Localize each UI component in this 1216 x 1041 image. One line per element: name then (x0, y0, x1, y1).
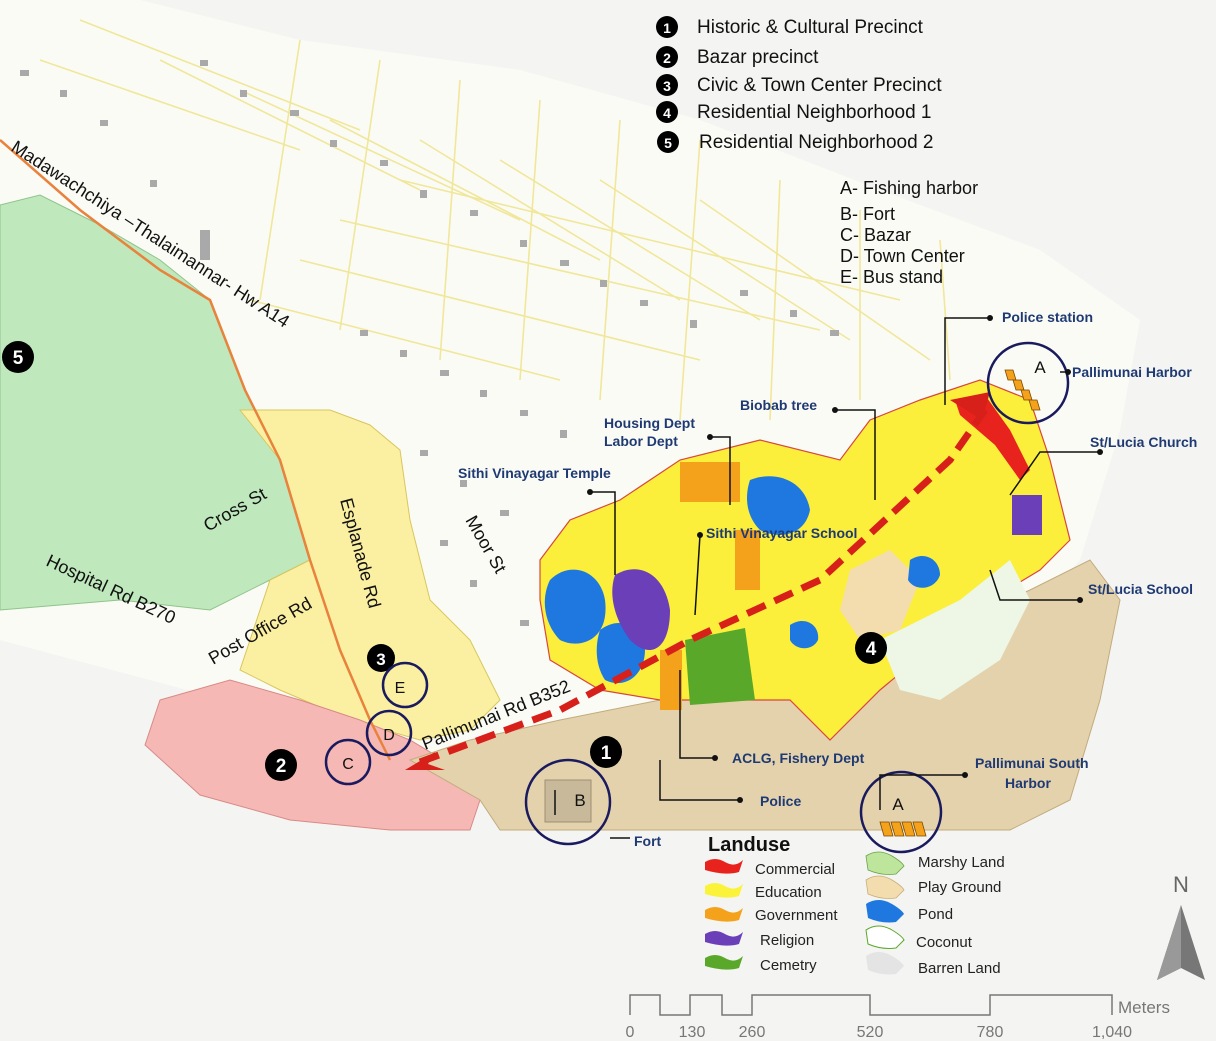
swatch-pond (866, 900, 904, 923)
scale-tick-1040: 1,040 (1092, 1024, 1132, 1041)
pallimunai-start-arrow (405, 752, 445, 770)
marker-5: 5 (13, 348, 24, 369)
scale-unit: Meters (1118, 998, 1170, 1017)
swatch-education (705, 883, 743, 898)
road-a14 (0, 139, 392, 761)
landuse-cemetery: Cemetry (760, 957, 817, 974)
poi-fort: Fort (634, 833, 662, 849)
poi-st-lucia-school: St/Lucia School (1088, 581, 1193, 597)
precinct-legend: 1 Historic & Cultural Precinct 2 Bazar p… (656, 16, 942, 153)
site-legend-b: B- Fort (840, 204, 895, 224)
site-legend-c: C- Bazar (840, 225, 911, 245)
play-ground-area (840, 550, 920, 640)
ponds (544, 476, 940, 684)
pallimunai-end-arrow (950, 392, 990, 420)
poi-south-harbor-line2: Harbor (1005, 775, 1051, 791)
site-legend-e: E- Bus stand (840, 267, 943, 287)
fort-structure (544, 779, 592, 823)
swatch-religion (705, 931, 743, 946)
site-letter-b: B (574, 791, 585, 810)
road-pallimunai (418, 407, 988, 766)
swatch-barren (866, 952, 904, 975)
poi-police: Police (760, 793, 801, 809)
precinct-legend-label-5: Residential Neighborhood 2 (699, 132, 934, 153)
swatch-commercial (705, 859, 743, 874)
poi-sithi-school: Sithi Vinayagar School (706, 525, 857, 541)
church-area (1012, 495, 1042, 535)
landuse-marshy: Marshy Land (918, 854, 1005, 871)
scale-tick-260: 260 (739, 1024, 766, 1041)
precinct-3-area (238, 409, 501, 741)
scale-tick-0: 0 (626, 1024, 635, 1041)
site-letter-a-south: A (892, 795, 904, 814)
site-letter-e: E (395, 680, 406, 697)
minor-road-network (39, 19, 951, 421)
marshy-land-area (880, 560, 1030, 700)
scale-tick-780: 780 (977, 1024, 1004, 1041)
site-legend: A- Fishing harbor B- Fort C- Bazar D- To… (840, 178, 978, 287)
marker-1: 1 (601, 743, 612, 764)
north-label: N (1173, 872, 1189, 897)
marker-3: 3 (376, 650, 385, 669)
boat-icon-north (1004, 369, 1041, 411)
poi-labor-dept: Labor Dept (604, 433, 678, 449)
swatch-marshy (865, 851, 905, 875)
cemetery-area (685, 628, 755, 705)
site-letter-d: D (383, 727, 395, 744)
site-letter-c: C (342, 756, 354, 773)
precinct-legend-label-4: Residential Neighborhood 1 (697, 102, 932, 123)
landuse-religion: Religion (760, 932, 814, 949)
site-letter-a-north: A (1034, 358, 1046, 377)
precinct-legend-num-2: 2 (663, 50, 671, 66)
precinct-legend-num-4: 4 (663, 105, 671, 121)
landuse-legend: Landuse Commercial Education Government … (705, 834, 1005, 977)
buildings (20, 60, 839, 626)
site-circles (324, 341, 1070, 854)
leader-lines (554, 317, 1100, 839)
north-arrow: N (1157, 872, 1205, 980)
scale-bar (629, 994, 1113, 1016)
poi-biobab-tree: Biobab tree (740, 397, 817, 413)
precinct-legend-label-3: Civic & Town Center Precinct (697, 75, 942, 96)
swatch-coconut (865, 925, 905, 949)
poi-aclg: ACLG, Fishery Dept (732, 750, 865, 766)
poi-housing-dept: Housing Dept (604, 415, 695, 431)
landuse-education: Education (755, 884, 822, 901)
precinct-legend-num-1: 1 (663, 20, 671, 36)
landuse-barren: Barren Land (918, 960, 1001, 977)
poi-south-harbor-line1: Pallimunai South (975, 755, 1089, 771)
landuse-play-ground: Play Ground (918, 879, 1001, 896)
swatch-government (705, 907, 743, 922)
poi-st-lucia-church: St/Lucia Church (1090, 434, 1197, 450)
boat-icon-south (879, 821, 927, 837)
religion-area (612, 569, 670, 650)
marker-4: 4 (866, 639, 877, 660)
landuse-government: Government (755, 907, 838, 924)
precinct-legend-num-5: 5 (664, 135, 672, 151)
swatch-play-ground (865, 875, 905, 899)
poi-sithi-temple: Sithi Vinayagar Temple (458, 465, 611, 481)
poi-pallimunai-harbor: Pallimunai Harbor (1072, 364, 1192, 380)
poi-police-station: Police station (1002, 309, 1093, 325)
site-legend-d: D- Town Center (840, 246, 965, 266)
precinct-markers: 5 2 3 1 4 (2, 341, 887, 781)
marker-2: 2 (276, 756, 287, 777)
scale-tick-520: 520 (857, 1024, 884, 1041)
landuse-title: Landuse (708, 834, 790, 856)
landuse-commercial: Commercial (755, 861, 835, 878)
landuse-pond: Pond (918, 906, 953, 923)
site-legend-a: A- Fishing harbor (840, 178, 978, 198)
scale-tick-130: 130 (679, 1024, 706, 1041)
precinct-legend-label-1: Historic & Cultural Precinct (697, 17, 924, 38)
swatch-cemetery (705, 955, 743, 970)
precinct-legend-num-3: 3 (663, 78, 671, 94)
landuse-coconut: Coconut (916, 934, 973, 951)
leader-dots (587, 315, 1103, 803)
commercial-strip (955, 395, 1030, 480)
precinct-legend-label-2: Bazar precinct (697, 47, 819, 68)
